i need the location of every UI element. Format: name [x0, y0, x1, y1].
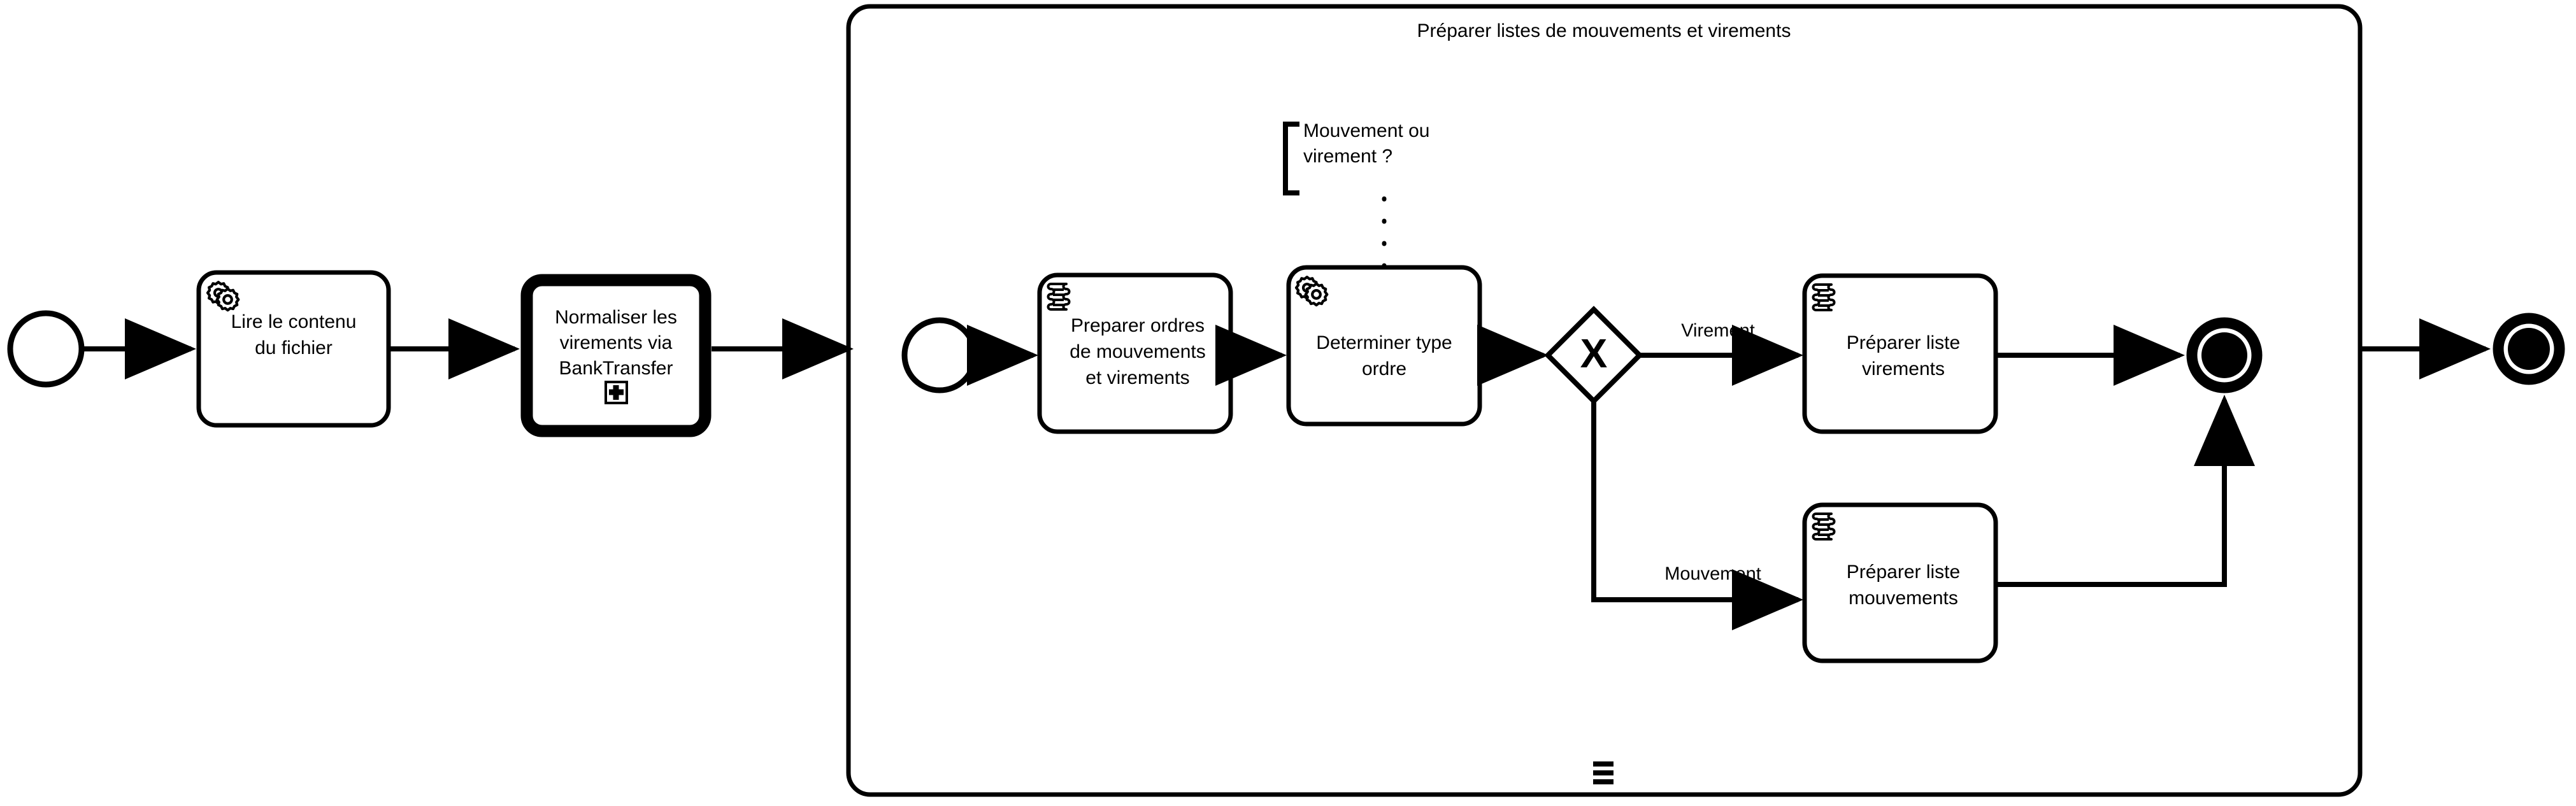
inner-start-event[interactable]: [901, 317, 978, 393]
service-task-gears-icon: [1294, 276, 1329, 307]
task-prepare-transfer-list[interactable]: Préparer liste virements: [1802, 273, 1998, 434]
task-determine-order-type-label-line2: ordre: [1362, 358, 1406, 379]
flow-label-virement: Virement: [1681, 321, 1755, 341]
script-task-icon: [1812, 283, 1836, 311]
task-prepare-orders-label-line2: de mouvements: [1070, 341, 1205, 362]
task-prepare-transfer-list-label-line2: virements: [1862, 358, 1945, 379]
subprocess-title: Préparer listes de mouvements et viremen…: [1417, 20, 1791, 41]
call-activity-label-line1: Normaliser les: [555, 307, 677, 328]
flow-gateway-to-transfer-list: Virement: [1640, 321, 1803, 386]
task-prepare-transfer-list-label-line1: Préparer liste: [1847, 332, 1960, 353]
task-determine-order-type[interactable]: Determiner type ordre: [1286, 265, 1482, 427]
task-prepare-orders-label-line1: Preparer ordres: [1071, 315, 1205, 336]
flow-gateway-to-movement-list: Mouvement: [1591, 401, 1803, 630]
call-activity-normalize-box[interactable]: [520, 274, 712, 437]
script-task-icon: [1812, 513, 1836, 541]
task-read-file[interactable]: Lire le contenu du fichier: [196, 270, 391, 428]
start-event[interactable]: [7, 310, 85, 388]
parallel-multi-instance-marker-icon: [1593, 761, 1614, 784]
task-prepare-movement-list[interactable]: Préparer liste mouvements: [1802, 502, 1998, 663]
annotation-label-line1: Mouvement ou: [1303, 120, 1429, 141]
task-prepare-movement-list-label-line2: mouvements: [1849, 588, 1958, 609]
task-prepare-orders[interactable]: Preparer ordres de mouvements et viremen…: [1037, 272, 1233, 434]
end-event[interactable]: [2493, 313, 2565, 385]
call-activity-label-line3: BankTransfer: [559, 358, 673, 379]
text-annotation-movement-or-transfer[interactable]: Mouvement ou virement ?: [1283, 120, 1429, 269]
call-activity-normalize-transfers[interactable]: Normaliser les virements via BankTransfe…: [520, 274, 712, 437]
task-read-file-label-line2: du fichier: [255, 337, 333, 358]
call-activity-label-line2: virements via: [560, 332, 673, 353]
plus-collapsed-marker-icon: [605, 381, 628, 404]
inner-end-event[interactable]: [2186, 317, 2263, 393]
task-determine-order-type-label-line1: Determiner type: [1316, 332, 1452, 353]
task-prepare-orders-label-line3: et virements: [1085, 367, 1189, 388]
task-read-file-label-line1: Lire le contenu: [231, 311, 357, 332]
exclusive-gateway-glyph: X: [1580, 330, 1608, 376]
script-task-icon: [1047, 283, 1071, 311]
flow-label-mouvement: Mouvement: [1664, 564, 1761, 584]
service-task-gears-icon: [206, 281, 240, 312]
flow-movement-list-to-inner-end: [1996, 395, 2255, 587]
annotation-label-line2: virement ?: [1303, 146, 1392, 167]
task-prepare-movement-list-label-line1: Préparer liste: [1847, 562, 1960, 583]
